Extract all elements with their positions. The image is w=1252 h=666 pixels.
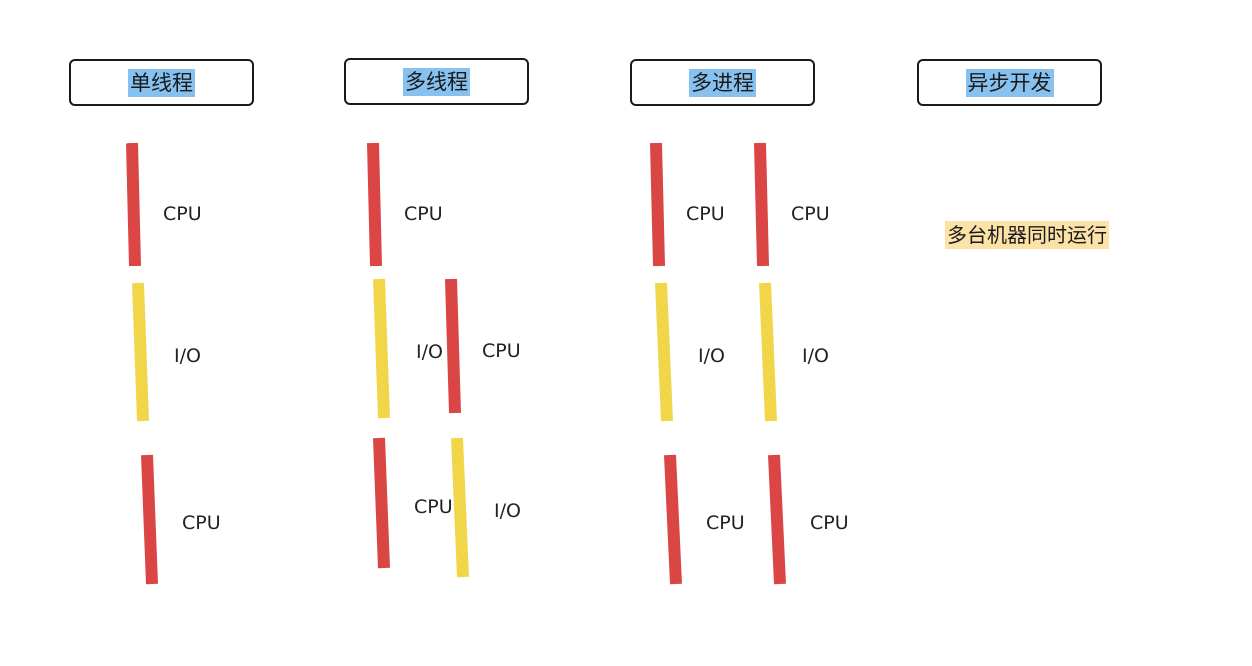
header-label: 单线程	[128, 68, 195, 97]
header-label: 异步开发	[965, 68, 1054, 97]
header-multi-thread: 多线程	[344, 58, 529, 105]
bar-label: CPU	[810, 512, 849, 534]
bar-label: I/O	[494, 500, 521, 522]
header-label: 多进程	[689, 68, 756, 97]
header-single-thread: 单线程	[69, 59, 254, 106]
io-bar	[373, 278, 390, 419]
header-label: 多线程	[403, 67, 470, 96]
bar-label: CPU	[414, 496, 453, 518]
bar-label: CPU	[482, 340, 521, 362]
bar-label: CPU	[706, 512, 745, 534]
header-async: 异步开发	[917, 59, 1102, 106]
bar-label: I/O	[698, 345, 725, 367]
cpu-bar	[445, 278, 461, 414]
cpu-bar	[373, 437, 390, 569]
cpu-bar	[664, 454, 682, 585]
cpu-bar	[754, 142, 769, 267]
bar-label: CPU	[404, 203, 443, 225]
cpu-bar	[126, 142, 141, 267]
bar-label: I/O	[174, 345, 201, 367]
io-bar	[655, 282, 673, 422]
io-bar	[759, 282, 777, 422]
bar-label: CPU	[686, 203, 725, 225]
cpu-bar	[367, 142, 382, 267]
bar-label: I/O	[802, 345, 829, 367]
cpu-bar	[768, 454, 786, 585]
cpu-bar	[141, 454, 158, 585]
io-bar	[132, 282, 149, 422]
bar-label: I/O	[416, 341, 443, 363]
header-multi-process: 多进程	[630, 59, 815, 106]
multi-machine-note: 多台机器同时运行	[945, 221, 1109, 249]
cpu-bar	[650, 142, 665, 267]
bar-label: CPU	[163, 203, 202, 225]
io-bar	[451, 437, 469, 578]
bar-label: CPU	[791, 203, 830, 225]
bar-label: CPU	[182, 512, 221, 534]
